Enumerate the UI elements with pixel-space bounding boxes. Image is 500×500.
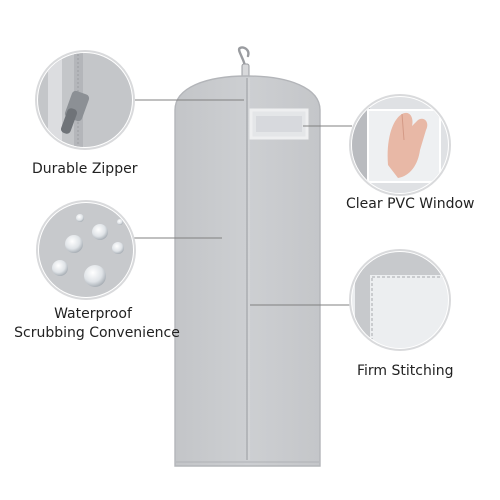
stitching-label: Firm Stitching — [357, 363, 454, 379]
garment-bag — [174, 75, 321, 467]
leader-lines — [132, 99, 352, 306]
window-label: Clear PVC Window — [346, 196, 475, 212]
zipper-label: Durable Zipper — [32, 161, 138, 177]
window-callout — [349, 94, 451, 196]
stitching-callout — [349, 249, 451, 351]
waterproof-label-line1: Waterproof — [54, 306, 132, 322]
zipper-callout — [35, 50, 135, 150]
waterproof-label-line2: Scrubbing Convenience — [14, 325, 180, 341]
hanger — [237, 46, 250, 79]
waterproof-callout — [36, 200, 136, 300]
